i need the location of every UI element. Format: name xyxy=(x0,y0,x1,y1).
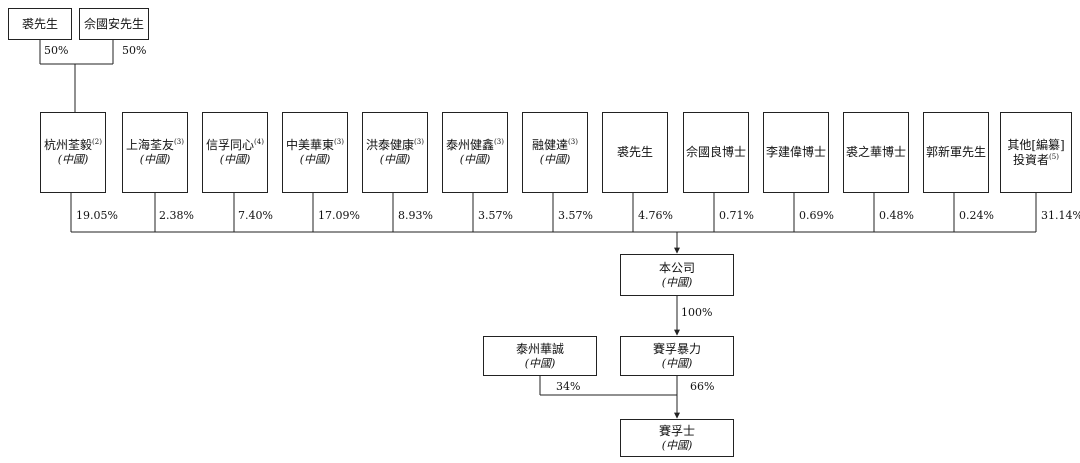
company-name: 本公司 xyxy=(658,260,695,275)
subsidiary-country: (中國) xyxy=(661,356,693,370)
subsidiary-pct: 66% xyxy=(690,380,715,393)
company-country: (中國) xyxy=(661,275,693,289)
shareholder-name: 李建偉博士 xyxy=(765,145,826,159)
footnote-mark: (2) xyxy=(92,138,102,147)
shareholder-name-line2: 投資者 xyxy=(1013,152,1050,167)
owner-pct: 50% xyxy=(44,44,69,57)
shareholder-country: (中國) xyxy=(459,153,491,167)
partner-pct: 34% xyxy=(556,380,581,393)
footnote-mark: (3) xyxy=(174,138,184,147)
shareholder-box: 泰州健鑫(3) (中國) xyxy=(442,112,508,193)
shareholder-box: 上海荃友(3) (中國) xyxy=(122,112,188,193)
shareholder-box: 其他[編纂] 投資者(5) xyxy=(1000,112,1072,193)
shareholder-name: 泰州健鑫 xyxy=(446,138,495,153)
owner-box-she-guoan: 佘國安先生 xyxy=(79,8,149,40)
shareholder-box: 中美華東(3) (中國) xyxy=(282,112,348,193)
shareholder-box: 李建偉博士 xyxy=(763,112,829,193)
shareholder-name: 上海荃友 xyxy=(126,138,175,153)
footnote-mark: (3) xyxy=(414,138,424,147)
subsidiary-name: 賽孚暴力 xyxy=(652,341,701,356)
footnote-mark: (3) xyxy=(568,138,578,147)
shareholder-box: 佘國良博士 xyxy=(683,112,749,193)
shareholder-name: 裘先生 xyxy=(616,145,653,159)
shareholding-pct: 2.38% xyxy=(159,209,194,222)
footnote-mark: (3) xyxy=(494,138,504,147)
shareholding-pct: 17.09% xyxy=(318,209,360,222)
footnote-mark: (4) xyxy=(254,138,264,147)
shareholder-name: 洪泰健康 xyxy=(366,138,415,153)
owner-name: 裘先生 xyxy=(21,16,58,31)
owner-box-qiu: 裘先生 xyxy=(8,8,72,40)
shareholder-name: 中美華東 xyxy=(286,138,335,153)
shareholder-name: 佘國良博士 xyxy=(685,145,746,159)
footnote-mark: (3) xyxy=(334,138,344,147)
bottom-entity-country: (中國) xyxy=(661,438,693,452)
bottom-entity-name: 賽孚士 xyxy=(658,423,695,438)
shareholding-pct: 3.57% xyxy=(558,209,593,222)
shareholder-box: 洪泰健康(3) (中國) xyxy=(362,112,428,193)
shareholder-country: (中國) xyxy=(299,153,331,167)
subsidiary-box: 賽孚暴力 (中國) xyxy=(620,336,734,376)
shareholder-box: 裘先生 xyxy=(602,112,668,193)
partner-country: (中國) xyxy=(524,356,556,370)
shareholding-pct: 31.14% xyxy=(1041,209,1080,222)
shareholding-pct: 0.24% xyxy=(959,209,994,222)
bottom-entity-box: 賽孚士 (中國) xyxy=(620,419,734,457)
shareholding-pct: 19.05% xyxy=(76,209,118,222)
shareholder-country: (中國) xyxy=(139,153,171,167)
shareholding-pct: 7.40% xyxy=(238,209,273,222)
shareholder-name: 其他[編纂] xyxy=(1007,137,1065,152)
partner-box: 泰州華誠 (中國) xyxy=(483,336,597,376)
shareholder-box: 杭州荃毅(2) (中國) xyxy=(40,112,106,193)
footnote-mark: (5) xyxy=(1049,152,1059,161)
shareholding-pct: 0.48% xyxy=(879,209,914,222)
shareholding-pct: 8.93% xyxy=(398,209,433,222)
shareholding-pct: 0.71% xyxy=(719,209,754,222)
shareholder-box: 信孚同心(4) (中國) xyxy=(202,112,268,193)
shareholder-box: 融健達(3) (中國) xyxy=(522,112,588,193)
shareholder-box: 郭新軍先生 xyxy=(923,112,989,193)
shareholder-name: 杭州荃毅 xyxy=(44,138,93,153)
shareholder-name: 信孚同心 xyxy=(206,138,255,153)
shareholder-country: (中國) xyxy=(539,153,571,167)
owner-pct: 50% xyxy=(122,44,147,57)
company-to-subsidiary-pct: 100% xyxy=(681,306,713,319)
company-box: 本公司 (中國) xyxy=(620,254,734,296)
shareholder-country: (中國) xyxy=(379,153,411,167)
owner-name: 佘國安先生 xyxy=(83,16,144,31)
shareholder-country: (中國) xyxy=(57,153,89,167)
shareholder-name: 郭新軍先生 xyxy=(925,145,986,159)
shareholder-name: 裘之華博士 xyxy=(845,145,906,159)
shareholding-pct: 4.76% xyxy=(638,209,673,222)
shareholding-pct: 3.57% xyxy=(478,209,513,222)
shareholder-country: (中國) xyxy=(219,153,251,167)
shareholding-pct: 0.69% xyxy=(799,209,834,222)
shareholder-box: 裘之華博士 xyxy=(843,112,909,193)
partner-name: 泰州華誠 xyxy=(515,341,564,356)
shareholder-name: 融健達 xyxy=(532,138,569,153)
